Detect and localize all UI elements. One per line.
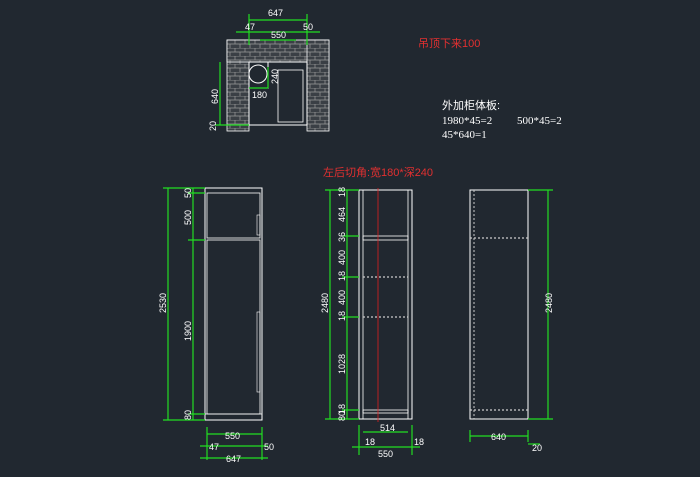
lower-handle	[256, 311, 261, 393]
pipe-circle	[248, 64, 268, 84]
e3-dim-total-height: 2480	[544, 293, 554, 313]
plan-dim-offset: 20	[208, 121, 218, 131]
e1-dim-upper-door: 500	[183, 210, 193, 225]
e2-dim-shelf-1: 18	[337, 271, 347, 281]
ceiling-note: 吊顶下来100	[418, 37, 480, 50]
e3-dim-depth: 640	[491, 432, 506, 442]
cabinet-outer	[204, 187, 263, 421]
elevation-interior: 2480 18 464 36 400 18 400 18 1028 18 80 …	[320, 187, 424, 459]
plan-dim-depth: 640	[210, 89, 220, 104]
e2-dim-shelf-gap-1: 400	[337, 250, 347, 265]
corner-cut-note: 左后切角:宽180*深240	[323, 165, 433, 179]
plan-dim-corner-depth: 240	[270, 69, 280, 84]
plan-dim-inner-width: 550	[271, 30, 286, 40]
e2-dim-top-section: 464	[337, 207, 347, 222]
lower-door	[206, 239, 261, 415]
upper-handle	[256, 214, 261, 236]
plan-dim-overall-width: 647	[268, 8, 283, 18]
e1-dim-total-height: 2530	[158, 293, 168, 313]
e2-dim-base: 80	[337, 411, 347, 421]
panel-title: 外加柜体板:	[442, 98, 500, 112]
e1-dim-top-gap: 50	[183, 188, 193, 198]
e2-dim-inner-width: 514	[380, 423, 395, 433]
e2-dim-divider: 36	[337, 232, 347, 242]
e1-dim-base: 80	[183, 410, 193, 420]
cabinet-plan-outline	[248, 61, 308, 126]
e2-dim-shelf-2: 18	[337, 311, 347, 321]
elevation-side: 2480 640 20	[469, 189, 554, 453]
e1-dim-left-gap: 47	[209, 442, 219, 452]
e2-dim-bottom-section: 1028	[337, 354, 347, 374]
plan-dim-corner-width: 180	[252, 90, 267, 100]
top-divider	[362, 235, 409, 241]
plan-view: 647 47 50 550 640 20 240 180	[208, 8, 330, 132]
plan-dim-left-gap: 47	[245, 22, 255, 32]
e1-dim-overall-width: 647	[226, 454, 241, 464]
inner-box	[277, 69, 304, 123]
e2-dim-overall-width: 550	[378, 449, 393, 459]
interior-outer	[358, 189, 413, 420]
upper-door	[206, 192, 261, 239]
bottom-panel	[362, 409, 409, 414]
panel-line1-a: 1980*45=2	[442, 115, 492, 127]
e2-dim-side-right: 18	[414, 437, 424, 447]
panel-line1-b: 500*45=2	[517, 115, 562, 127]
e1-dim-inner-width: 550	[225, 431, 240, 441]
e2-dim-shelf-gap-2: 400	[337, 290, 347, 305]
e2-dim-top-panel: 18	[337, 187, 347, 197]
e1-dim-lower-door: 1900	[183, 321, 193, 341]
side-outer	[469, 189, 529, 420]
e2-dim-total-height: 2480	[320, 293, 330, 313]
panel-line2: 45*640=1	[442, 129, 487, 141]
e3-dim-offset: 20	[532, 443, 542, 453]
e2-dim-side-left: 18	[365, 437, 375, 447]
brick-wall-right	[306, 39, 330, 132]
e1-dim-right-gap: 50	[264, 442, 274, 452]
plan-dim-right-gap: 50	[303, 22, 313, 32]
elevation-door: 2530 50 500 1900 80 550 47 50 647	[158, 187, 274, 464]
e2-dim-bottom-panel: 18	[337, 404, 347, 414]
